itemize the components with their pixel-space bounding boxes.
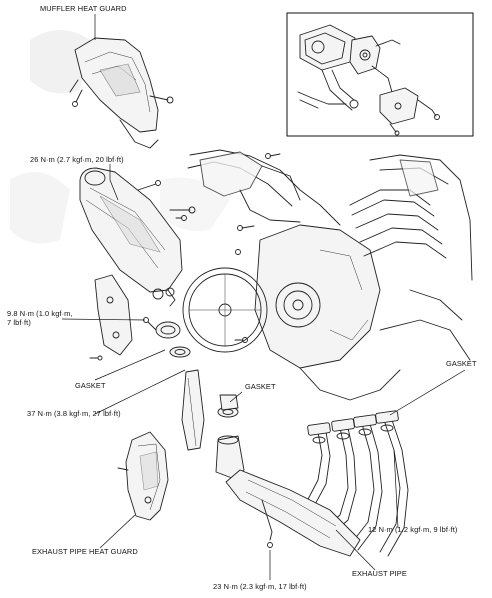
torque-9-8-label-line2: 7 lbf·ft) bbox=[7, 318, 31, 327]
gasket-right-label: GASKET bbox=[446, 359, 477, 368]
torque-12-label: 12 N·m (1.2 kgf·m, 9 lbf·ft) bbox=[368, 525, 458, 534]
torque-26-label: 26 N·m (2.7 kgf·m, 20 lbf·ft) bbox=[30, 155, 124, 164]
inset-detail-box bbox=[286, 12, 474, 137]
engine-frame bbox=[182, 149, 473, 401]
leader-lines bbox=[61, 14, 466, 580]
gasket-left-label: GASKET bbox=[75, 381, 106, 390]
muffler bbox=[79, 167, 196, 307]
exhaust-pipe bbox=[225, 410, 409, 557]
small-parts bbox=[89, 153, 281, 479]
exhaust-pipe-label: EXHAUST PIPE bbox=[352, 569, 407, 578]
exhaust-pipe-heat-guard bbox=[117, 431, 169, 521]
header-flanges bbox=[307, 410, 399, 444]
muffler-heat-guard-label: MUFFLER HEAT GUARD bbox=[40, 4, 127, 13]
torque-9-8-label-line1: 9.8 N·m (1.0 kgf·m, bbox=[7, 309, 73, 318]
muffler-heat-guard bbox=[69, 37, 174, 149]
torque-23-label: 23 N·m (2.3 kgf·m, 17 lbf·ft) bbox=[213, 582, 307, 591]
gasket-center-label: GASKET bbox=[245, 382, 276, 391]
torque-37-label: 37 N·m (3.8 kgf·m, 27 lbf·ft) bbox=[27, 409, 121, 418]
exhaust-pipe-heat-guard-label: EXHAUST PIPE HEAT GUARD bbox=[32, 547, 138, 556]
